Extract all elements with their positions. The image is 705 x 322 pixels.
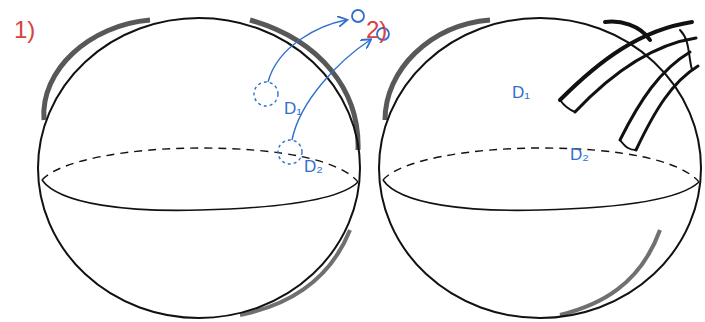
panel-number: 1) — [14, 18, 35, 42]
disk-label: D₂ — [304, 158, 323, 175]
disk-label: D₁ — [284, 100, 302, 117]
tubes — [560, 22, 698, 150]
disk-label: D₁ — [512, 84, 530, 101]
sphere-2 — [379, 18, 701, 318]
sphere-1 — [38, 18, 360, 318]
disk-label: D₂ — [570, 146, 589, 163]
disk-shrink — [254, 10, 389, 164]
panel-number: 2) — [366, 18, 387, 42]
